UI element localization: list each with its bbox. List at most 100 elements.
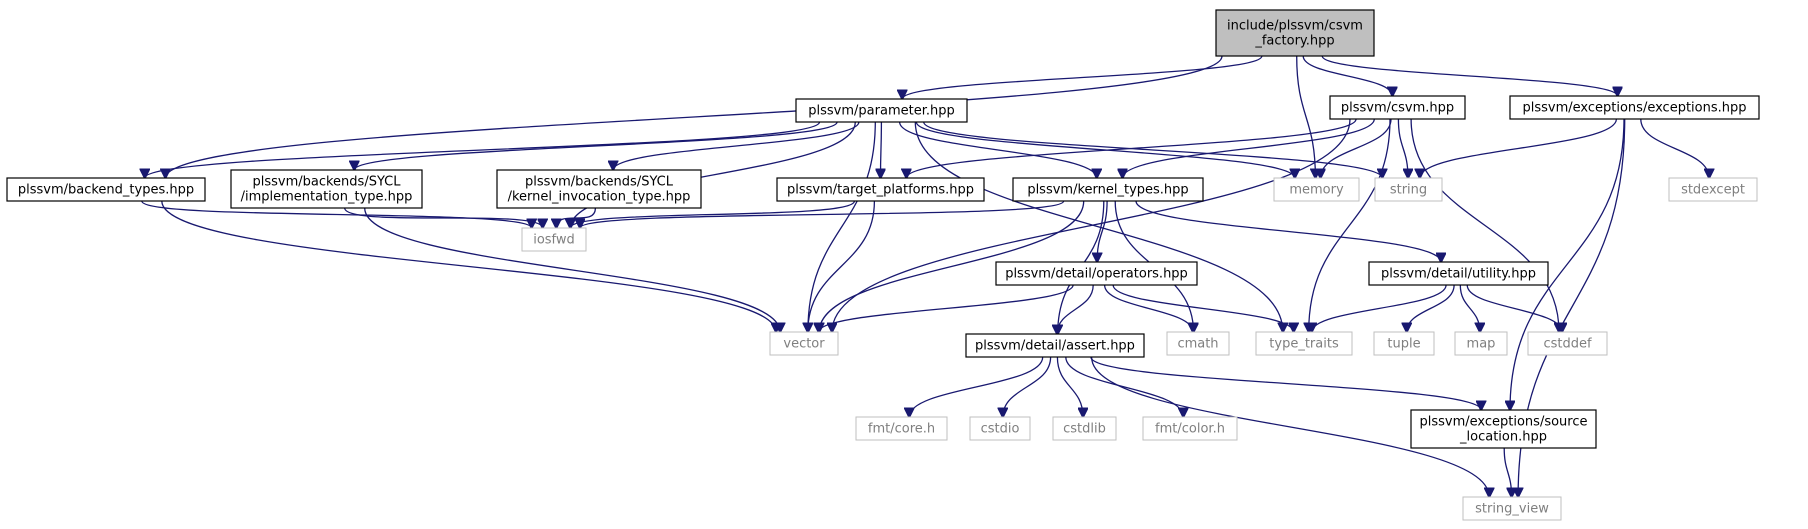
node-label: fmt/color.h: [1155, 422, 1225, 437]
edge-parameter-to-backend_types: [145, 121, 821, 178]
node-label: plssvm/detail/operators.hpp: [1005, 267, 1188, 282]
edge-parameter-to-vector: [808, 121, 876, 332]
edge-csvm-to-vector: [832, 118, 1351, 332]
node-box: [496, 169, 702, 209]
edge-exceptions-to-source_location: [1510, 118, 1625, 410]
node-label: plssvm/backends/SYCL: [252, 175, 401, 190]
node-memory: memory: [1273, 177, 1360, 202]
node-vector: vector: [769, 331, 839, 356]
node-label: include/plssvm/csvm: [1227, 19, 1363, 34]
node-box: [1668, 177, 1758, 202]
edge-kernel_types-to-utility: [1135, 200, 1441, 262]
node-label: string: [1390, 183, 1427, 198]
node-kernel-types[interactable]: plssvm/kernel_types.hpp: [1012, 177, 1204, 202]
edge-csvm-to-target_platforms: [906, 118, 1357, 178]
node-box: [1368, 261, 1549, 286]
node-tuple: tuple: [1373, 331, 1435, 356]
node-box: [1374, 177, 1443, 202]
edge-csvm_factory-to-memory: [1296, 55, 1316, 178]
node-string: string: [1374, 177, 1443, 202]
edge-operators-to-assert: [1057, 284, 1094, 334]
node-box: [969, 416, 1031, 441]
node-implementation-type[interactable]: plssvm/backends/SYCL/implementation_type…: [230, 169, 423, 209]
node-box: [1454, 331, 1508, 356]
dependency-edges: [141, 55, 1709, 497]
node-csvm-factory[interactable]: include/plssvm/csvm_factory.hpp: [1215, 9, 1375, 57]
edge-implementation_type-to-iosfwd: [344, 207, 543, 228]
edge-parameter-to-target_platforms: [881, 121, 882, 178]
edge-csvm_factory-to-exceptions: [1321, 55, 1617, 96]
node-box: [1273, 177, 1360, 202]
node-label: plssvm/backend_types.hpp: [18, 183, 194, 198]
edge-operators-to-cmath: [1103, 284, 1193, 332]
node-fmt-color: fmt/color.h: [1142, 416, 1238, 441]
node-box: [1329, 95, 1466, 120]
node-label: memory: [1289, 183, 1344, 198]
node-label: cmath: [1177, 337, 1218, 352]
node-box: [795, 98, 968, 123]
edge-utility-to-map: [1459, 284, 1480, 332]
node-label: map: [1467, 337, 1496, 352]
edge-backend_types-to-iosfwd: [141, 200, 532, 228]
node-box: [1052, 416, 1117, 441]
node-box: [6, 177, 206, 202]
edge-kernel_types-to-operators: [1097, 200, 1108, 262]
node-csvm[interactable]: plssvm/csvm.hpp: [1329, 95, 1466, 120]
edge-csvm-to-memory: [1321, 118, 1392, 178]
edge-parameter-to-string: [923, 121, 1382, 178]
node-label: cstdio: [981, 422, 1020, 437]
node-exceptions[interactable]: plssvm/exceptions/exceptions.hpp: [1509, 95, 1760, 120]
node-source-location[interactable]: plssvm/exceptions/source_location.hpp: [1410, 409, 1597, 449]
edge-csvm_factory-to-csvm: [1302, 55, 1392, 96]
node-assert[interactable]: plssvm/detail/assert.hpp: [965, 333, 1145, 358]
edge-operators-to-type_traits: [1112, 284, 1294, 332]
node-label: tuple: [1387, 337, 1420, 352]
edge-kernel_types-to-vector: [819, 200, 1085, 332]
node-backend-types[interactable]: plssvm/backend_types.hpp: [6, 177, 206, 202]
node-cstddef: cstddef: [1527, 331, 1608, 356]
node-parameter[interactable]: plssvm/parameter.hpp: [795, 98, 968, 123]
node-cstdio: cstdio: [969, 416, 1031, 441]
node-label: plssvm/target_platforms.hpp: [787, 183, 974, 198]
node-map: map: [1454, 331, 1508, 356]
edge-kernel_invocation_type-to-iosfwd: [556, 207, 597, 228]
edge-implementation_type-to-vector: [364, 207, 780, 332]
node-box: [965, 333, 1145, 358]
node-box: [1142, 416, 1238, 441]
node-cmath: cmath: [1166, 331, 1230, 356]
edge-csvm-to-type_traits: [1309, 118, 1391, 332]
edge-utility-to-tuple: [1407, 284, 1455, 332]
edge-assert-to-source_location: [1090, 356, 1481, 410]
node-label: cstddef: [1543, 337, 1592, 352]
node-label: fmt/core.h: [868, 422, 935, 437]
node-label: plssvm/detail/utility.hpp: [1381, 267, 1536, 282]
node-box: [1166, 331, 1230, 356]
node-box: [1373, 331, 1435, 356]
node-box: [1462, 496, 1562, 521]
edge-parameter-to-kernel_types: [898, 121, 1097, 178]
node-label: _location.hpp: [1459, 430, 1547, 445]
edge-assert-to-string_view: [1090, 356, 1490, 497]
node-box: [1255, 331, 1353, 356]
node-label: plssvm/exceptions/exceptions.hpp: [1522, 101, 1746, 116]
edge-parameter-to-implementation_type: [354, 121, 838, 170]
node-box: [776, 177, 985, 202]
node-box: [769, 331, 839, 356]
node-fmt-core: fmt/core.h: [855, 416, 948, 441]
edge-csvm-to-string: [1397, 118, 1408, 178]
edge-utility-to-type_traits: [1312, 284, 1447, 332]
node-label: plssvm/backends/SYCL: [525, 175, 674, 190]
node-target-platforms[interactable]: plssvm/target_platforms.hpp: [776, 177, 985, 202]
node-utility[interactable]: plssvm/detail/utility.hpp: [1368, 261, 1549, 286]
node-label: type_traits: [1269, 337, 1339, 352]
node-kernel-invocation-type[interactable]: plssvm/backends/SYCL/kernel_invocation_t…: [496, 169, 702, 209]
dependency-nodes: include/plssvm/csvm_factory.hpp plssvm/pa…: [6, 9, 1760, 521]
node-iosfwd: iosfwd: [521, 227, 587, 252]
node-label: stdexcept: [1681, 183, 1745, 198]
node-label: plssvm/csvm.hpp: [1341, 101, 1454, 116]
node-box: [1012, 177, 1204, 202]
edge-exceptions-to-stdexcept: [1640, 118, 1709, 178]
node-operators[interactable]: plssvm/detail/operators.hpp: [995, 261, 1198, 286]
node-label: /implementation_type.hpp: [241, 190, 413, 205]
